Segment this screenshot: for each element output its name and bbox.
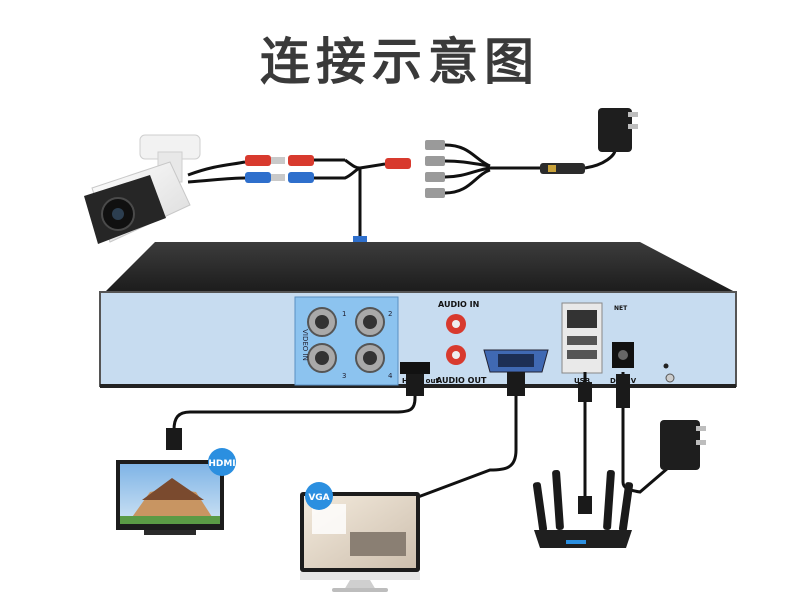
- video-in-label: VIDEO IN: [301, 329, 309, 361]
- hdmi-port: [400, 362, 430, 374]
- bnc-port-2: [355, 307, 385, 337]
- audio-out-port: [446, 345, 466, 365]
- vga-badge-label: VGA: [308, 493, 329, 503]
- hdmi-badge: [208, 448, 236, 476]
- vga-monitor: [300, 492, 420, 592]
- dc-plug: [616, 374, 630, 408]
- audio-in-label: AUDIO IN: [438, 300, 479, 309]
- hdmi-badge-label: HDMI: [208, 459, 235, 469]
- video-in-panel: [294, 296, 399, 386]
- router-icon: [532, 469, 634, 548]
- hdmi-cable: [172, 372, 417, 440]
- page-title: 连接示意图: [260, 33, 540, 91]
- channel-number: 4: [388, 372, 393, 380]
- power-splitter: [425, 140, 617, 198]
- bnc-port-1: [307, 307, 337, 337]
- channel-number: 3: [342, 372, 346, 380]
- network-usb-block: [561, 302, 603, 374]
- bnc-port-4: [355, 343, 385, 373]
- rca-red-connectors: [245, 155, 411, 169]
- channel-number: 2: [388, 310, 392, 318]
- camera-cable: [187, 158, 386, 238]
- net-label: NET: [614, 305, 628, 312]
- ground-icon: [665, 373, 675, 383]
- usb-label: USB: [574, 377, 590, 385]
- power-adapter-dvr: [660, 420, 706, 470]
- audio-out-label: AUDIO OUT: [436, 376, 487, 385]
- power-adapter-camera: [598, 108, 638, 152]
- tv-monitor: [116, 460, 224, 535]
- vga-plug: [507, 372, 525, 396]
- hdmi-plug: [166, 374, 424, 450]
- dc-power-port: [612, 342, 634, 368]
- bnc-blue-connectors: [245, 172, 314, 183]
- vga-port: [483, 349, 549, 373]
- rj45-plug: [578, 382, 592, 514]
- camera-icon: [84, 134, 201, 244]
- vga-badge: [305, 482, 333, 510]
- bnc-port-3: [307, 343, 337, 373]
- screw-icon: [663, 363, 669, 369]
- channel-number: 1: [342, 310, 346, 318]
- vga-cable: [409, 372, 518, 502]
- audio-in-port: [446, 314, 466, 334]
